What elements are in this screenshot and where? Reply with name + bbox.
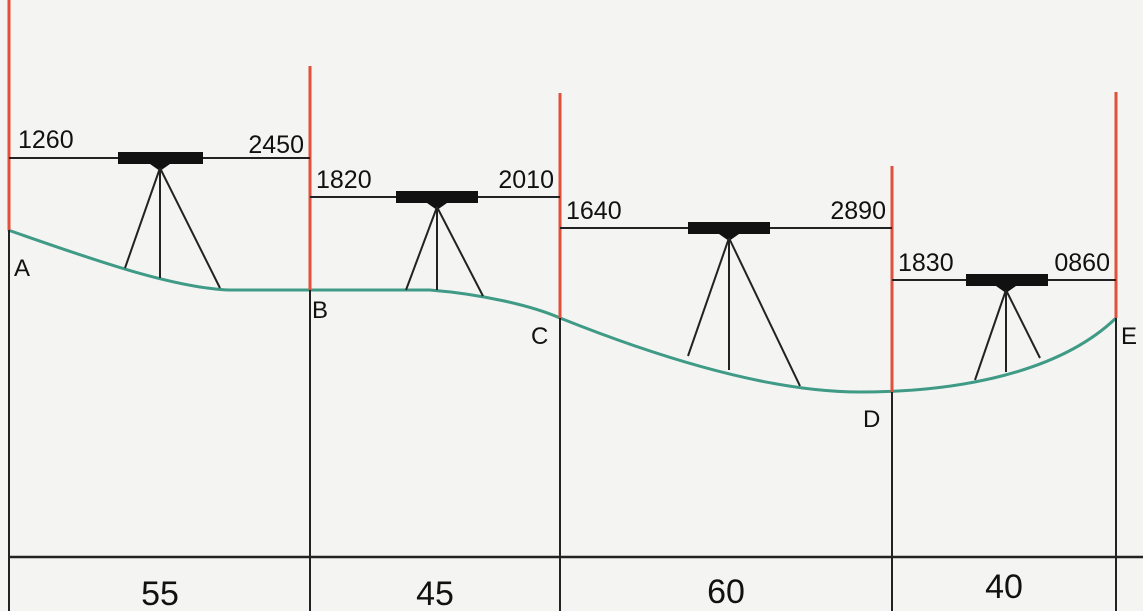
tripod-leg [687, 237, 730, 357]
instrument-setup-1: 1260 2450 [9, 126, 310, 289]
tripod-leg [1005, 289, 1041, 359]
instrument-setup-4: 1830 0860 [892, 249, 1116, 381]
tripod-leg [728, 237, 801, 387]
instrument-setup-3: 1640 2890 [560, 197, 892, 387]
tripod-leg [405, 206, 438, 291]
foresight-reading-2: 2010 [498, 166, 554, 194]
level-instrument-3 [688, 222, 770, 234]
distance-label-cd: 60 [707, 573, 745, 611]
tripod-leg [974, 289, 1007, 381]
foresight-reading-3: 2890 [830, 197, 886, 225]
instrument-head-4 [996, 286, 1016, 293]
foresight-reading-1: 2450 [248, 131, 304, 159]
backsight-reading-4: 1830 [898, 249, 954, 277]
instrument-head-2 [427, 203, 447, 210]
station-a: A [7, 0, 30, 611]
distance-label-de: 40 [985, 568, 1023, 606]
distance-label-ab: 55 [141, 575, 179, 611]
point-label-d: D [863, 406, 880, 433]
point-label-e: E [1121, 323, 1137, 350]
point-label-a: A [14, 255, 30, 282]
point-label-c: C [531, 323, 548, 350]
station-b: B [308, 66, 328, 611]
level-instrument-4 [966, 274, 1048, 286]
distance-label-bc: 45 [416, 575, 454, 611]
instrument-setup-2: 1820 2010 [310, 166, 560, 297]
ground-profile-line [7, 228, 1118, 394]
instrument-head-1 [150, 164, 170, 171]
backsight-reading-1: 1260 [18, 126, 74, 154]
station-c: C [531, 93, 562, 611]
point-label-b: B [312, 297, 328, 324]
tripod-leg [124, 167, 161, 269]
backsight-reading-3: 1640 [566, 197, 622, 225]
tripod-leg [436, 206, 484, 297]
level-instrument-2 [396, 191, 478, 203]
instrument-head-3 [719, 234, 739, 241]
backsight-reading-2: 1820 [316, 166, 372, 194]
tripod-leg [159, 167, 221, 289]
foresight-reading-4: 0860 [1054, 249, 1110, 277]
level-instrument-1 [118, 152, 203, 164]
